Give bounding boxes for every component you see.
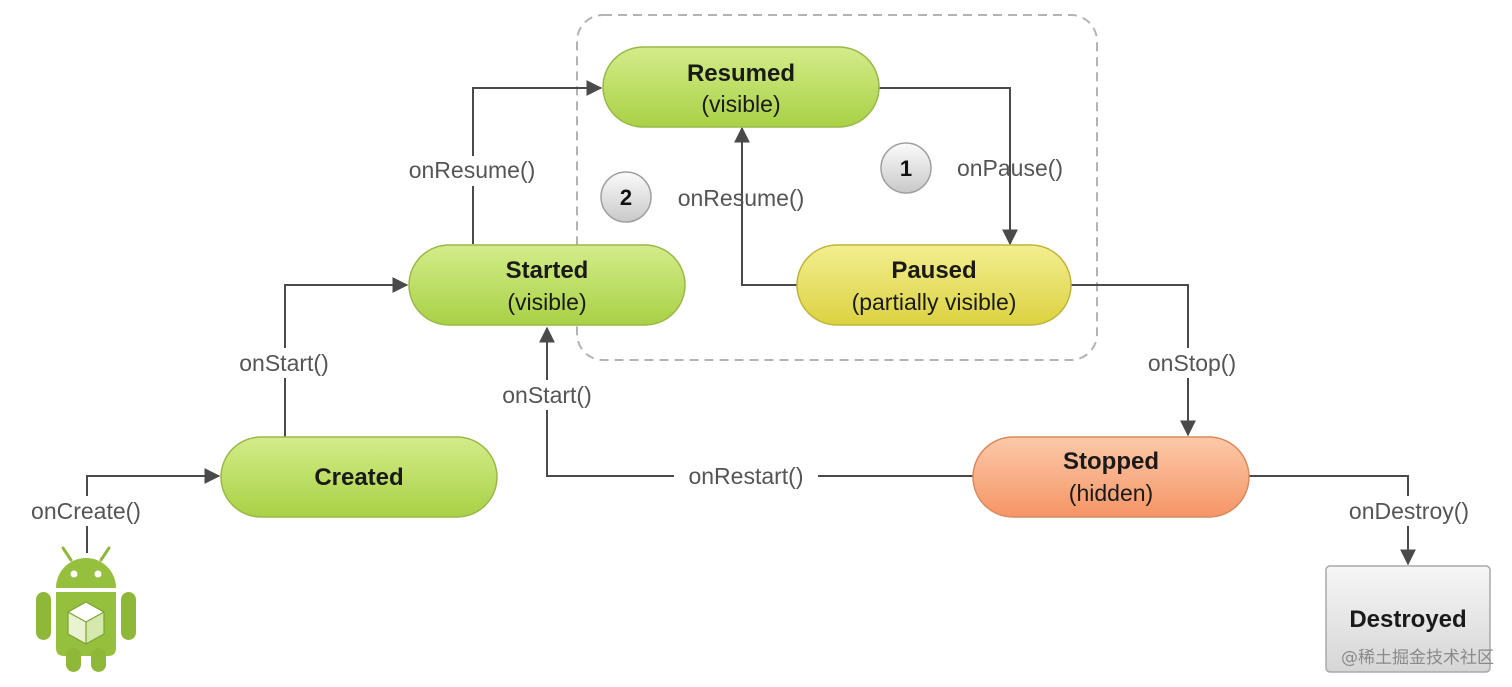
label-on-pause: onPause() <box>957 155 1063 181</box>
edge-on-start <box>284 277 409 437</box>
svg-text:onCreate(): onCreate() <box>31 498 141 524</box>
svg-text:(visible): (visible) <box>507 289 586 315</box>
visible-region-box <box>576 14 1098 361</box>
label-on-resume-inner: onResume() <box>678 185 805 211</box>
edge-on-restart <box>539 326 975 477</box>
svg-text:onStop(): onStop() <box>1148 350 1236 376</box>
badge-resume: 2 <box>600 171 652 223</box>
edge-on-stop <box>1070 284 1196 437</box>
label-on-stop: onStop() <box>1136 348 1248 378</box>
svg-text:onResume(): onResume() <box>409 157 536 183</box>
label-on-create: onCreate() <box>18 496 154 526</box>
label-on-restart: onRestart() <box>674 461 818 491</box>
label-on-start-up: onStart() <box>228 348 340 378</box>
watermark-text: @稀土掘金技术社区 <box>1341 648 1494 668</box>
android-robot-icon <box>36 546 136 672</box>
svg-text:Created: Created <box>314 464 403 491</box>
svg-text:onDestroy(): onDestroy() <box>1349 498 1469 524</box>
svg-text:Paused: Paused <box>891 257 976 284</box>
state-created: Created <box>220 436 498 518</box>
svg-text:(partially visible): (partially visible) <box>852 289 1017 315</box>
badge-pause: 1 <box>880 142 932 194</box>
state-stopped: Stopped (hidden) <box>972 436 1250 518</box>
svg-text:Stopped: Stopped <box>1063 448 1159 475</box>
svg-text:(visible): (visible) <box>701 91 780 117</box>
state-started: Started (visible) <box>408 244 686 326</box>
svg-text:(hidden): (hidden) <box>1069 480 1153 506</box>
label-on-start-restart: onStart() <box>490 380 604 410</box>
svg-text:onStart(): onStart() <box>239 350 328 376</box>
edge-on-resume-left <box>472 80 603 244</box>
svg-text:Started: Started <box>506 257 589 284</box>
edge-on-destroy <box>1247 475 1416 566</box>
label-on-resume-left: onResume() <box>395 156 551 186</box>
svg-text:1: 1 <box>900 156 912 181</box>
edge-on-pause <box>878 87 1018 246</box>
svg-text:onPause(): onPause() <box>957 155 1063 181</box>
svg-text:Destroyed: Destroyed <box>1349 606 1466 633</box>
label-on-destroy: onDestroy() <box>1334 496 1484 526</box>
svg-text:Resumed: Resumed <box>687 60 795 87</box>
svg-text:onStart(): onStart() <box>502 382 591 408</box>
state-destroyed: Destroyed <box>1325 565 1491 673</box>
edge-on-resume-inner <box>734 126 800 286</box>
svg-text:onRestart(): onRestart() <box>688 463 803 489</box>
edge-on-create <box>86 468 221 553</box>
svg-text:2: 2 <box>620 185 632 210</box>
svg-text:onResume(): onResume() <box>678 185 805 211</box>
state-resumed: Resumed (visible) <box>602 46 880 128</box>
state-paused: Paused (partially visible) <box>796 244 1072 326</box>
